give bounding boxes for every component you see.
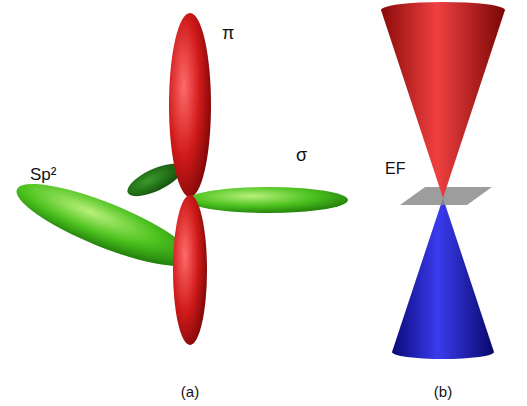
panel-caption: (a)	[181, 384, 199, 401]
energy-label: EF	[385, 160, 405, 178]
orbital-label: π	[222, 24, 234, 44]
orbital-label: Sp²	[30, 166, 56, 185]
sp2-lobe	[9, 169, 202, 281]
sigma-lobe	[188, 187, 348, 213]
fermi-plane	[400, 187, 492, 205]
valence-cone	[392, 198, 494, 359]
conduction-cone	[381, 2, 505, 198]
orbital-label: σ	[296, 146, 307, 166]
panel-caption: (b)	[434, 384, 452, 401]
pi-lobe	[169, 13, 211, 197]
pi-lobe	[173, 195, 207, 345]
